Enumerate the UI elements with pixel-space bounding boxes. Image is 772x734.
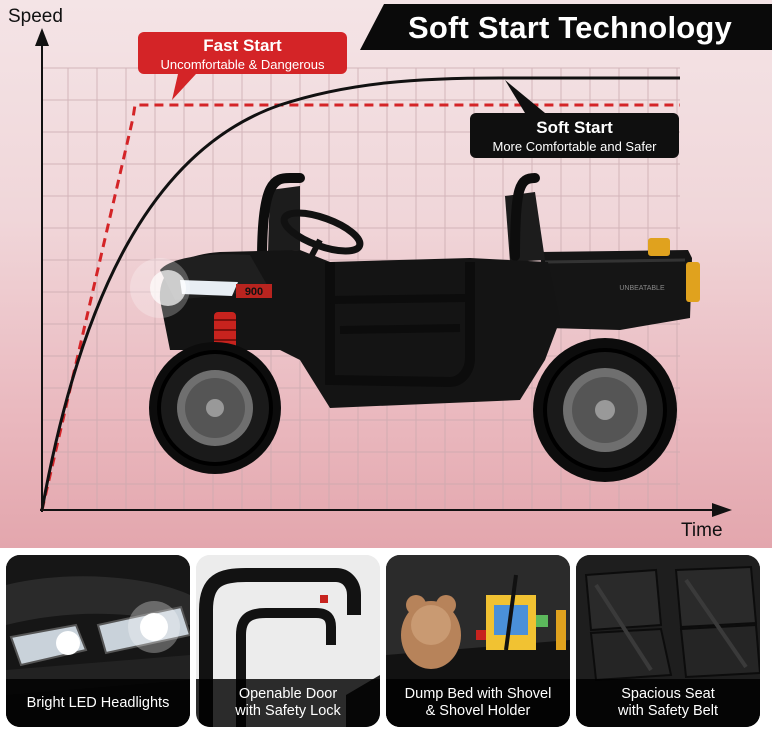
feature-tile-headlights: Bright LED Headlights [6, 555, 190, 727]
fast-start-title: Fast Start [203, 36, 282, 55]
banner-title: Soft Start Technology [408, 10, 732, 45]
speed-time-graph: 900 UNBEATABLE [35, 28, 732, 517]
soft-start-subtitle: More Comfortable and Safer [492, 139, 657, 154]
y-axis-label: Speed [8, 6, 63, 27]
feature-strip: Bright LED Headlights Openable Door with… [0, 548, 772, 734]
soft-start-callout: Soft Start More Comfortable and Safer [470, 113, 679, 158]
fast-start-callout: Fast Start Uncomfortable & Dangerous [138, 32, 347, 74]
rear-wheel [533, 338, 677, 482]
soft-start-curve [40, 76, 680, 511]
x-axis-label: Time [681, 520, 723, 541]
title-banner: Soft Start Technology [360, 4, 772, 50]
feature-tile-dump-bed: Dump Bed with Shovel & Shovel Holder [386, 555, 570, 727]
graph-axes [35, 28, 732, 517]
feature-tile-door: Openable Door with Safety Lock [196, 555, 380, 727]
feature-caption: Spacious Seat with Safety Belt [576, 679, 760, 727]
model-badge: 900 [245, 286, 263, 298]
fast-start-curve [40, 103, 680, 511]
utv-illustration: 900 UNBEATABLE [130, 173, 700, 482]
feature-caption: Openable Door with Safety Lock [196, 679, 380, 727]
fast-start-subtitle: Uncomfortable & Dangerous [160, 57, 325, 72]
fast-start-pointer [172, 74, 196, 100]
feature-tile-seat: Spacious Seat with Safety Belt [576, 555, 760, 727]
soft-start-pointer [505, 80, 545, 113]
feature-caption: Bright LED Headlights [6, 679, 190, 727]
side-badge: UNBEATABLE [619, 285, 665, 292]
front-wheel [149, 342, 281, 474]
soft-start-hero: 900 UNBEATABLE [0, 0, 772, 548]
feature-caption: Dump Bed with Shovel & Shovel Holder [386, 679, 570, 727]
soft-start-title: Soft Start [536, 118, 613, 137]
